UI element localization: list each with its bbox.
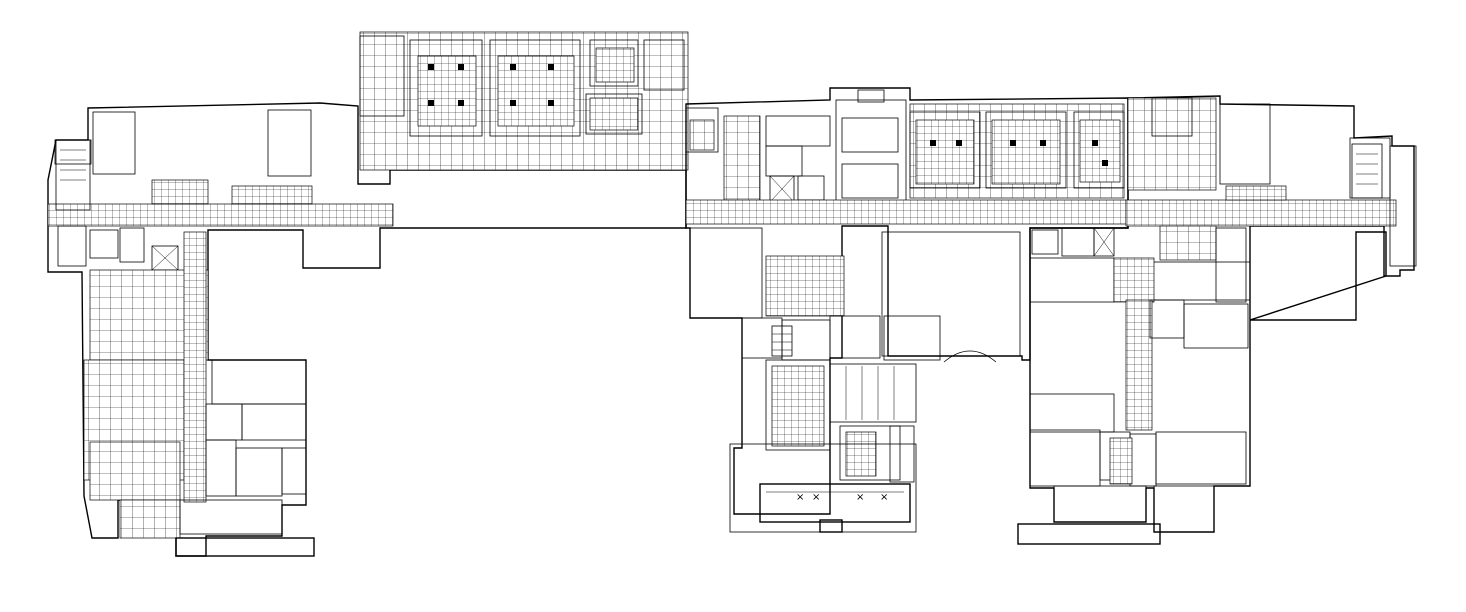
svg-text:×: ×: [880, 492, 888, 503]
center-block: [685, 87, 1129, 533]
svg-text:×: ×: [812, 492, 820, 503]
right-wing: [1017, 95, 1417, 545]
left-wing: [47, 31, 689, 557]
ceiling-fixtures: × × × ×: [428, 64, 1108, 503]
svg-text:×: ×: [856, 492, 864, 503]
svg-text:×: ×: [796, 492, 804, 503]
